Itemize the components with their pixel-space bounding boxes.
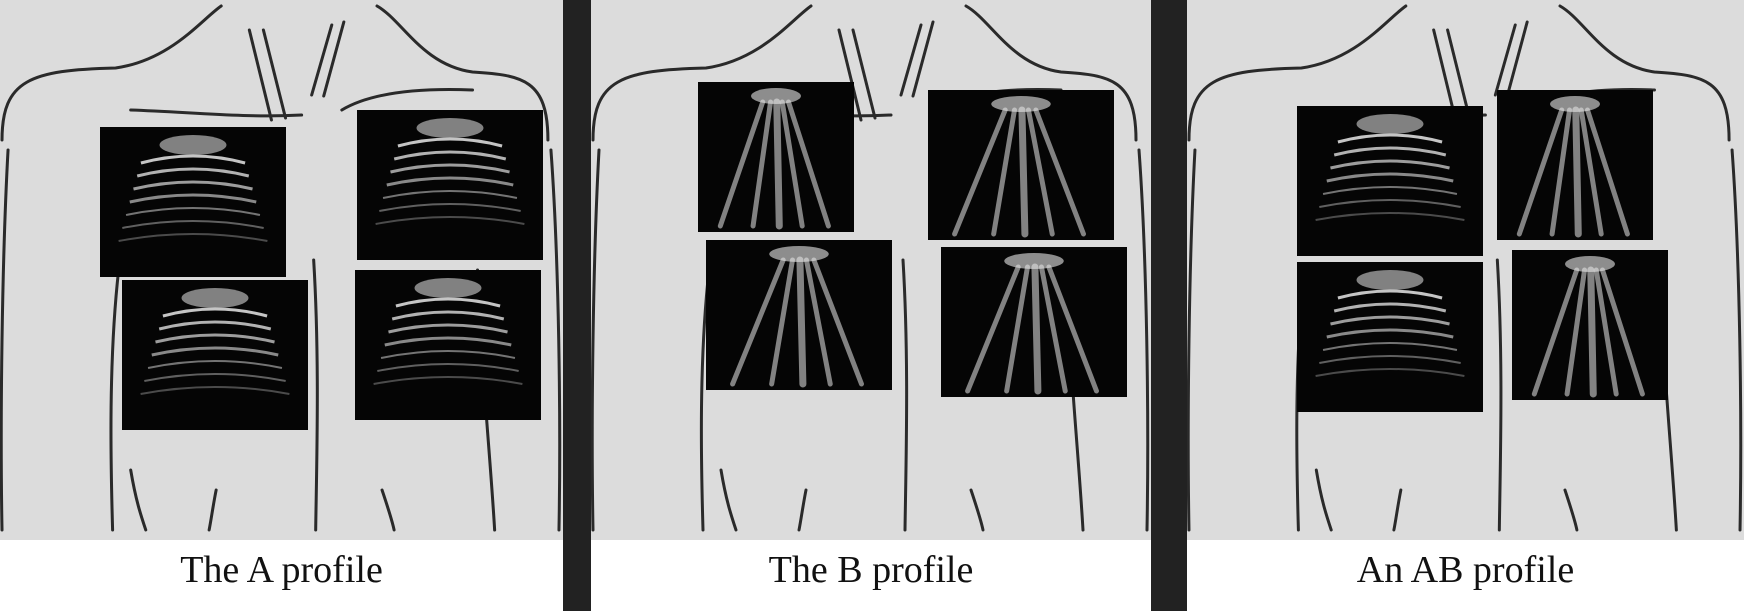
divider-right <box>1151 0 1187 611</box>
ultrasound-probe-1 <box>1497 90 1653 240</box>
panel-b-figure <box>591 0 1151 540</box>
probe-1-0-b-line-2 <box>777 102 779 226</box>
ultrasound-probe-3 <box>941 247 1127 397</box>
probe-0-0-pleura-dome <box>160 135 227 155</box>
probe-1-3-b-line-2 <box>1035 267 1038 391</box>
ultrasound-probe-0 <box>1297 106 1483 256</box>
probe-0-3-pleura-dome <box>415 278 482 298</box>
probe-0-1-pleura-dome <box>417 118 484 138</box>
probe-1-1-b-line-2 <box>1022 110 1025 234</box>
probe-1-2-b-line-2 <box>800 260 803 384</box>
panel-b-profile: The B profile <box>591 0 1151 611</box>
caption-a-profile: The A profile <box>0 548 563 592</box>
ultrasound-probe-0 <box>698 82 854 232</box>
probe-2-1-b-line-2 <box>1576 110 1578 234</box>
ultrasound-probe-1 <box>928 90 1114 240</box>
panel-a-figure <box>0 0 563 540</box>
ultrasound-probe-3 <box>1512 250 1668 400</box>
ultrasound-probe-2 <box>1297 262 1483 412</box>
probe-2-0-pleura-dome <box>1357 114 1424 134</box>
ultrasound-probe-1 <box>357 110 543 260</box>
panel-ab-profile: An AB profile <box>1187 0 1744 611</box>
panel-a-profile: The A profile <box>0 0 563 611</box>
ultrasound-probe-2 <box>706 240 892 390</box>
panel-ab-figure <box>1187 0 1744 540</box>
probe-2-3-b-line-2 <box>1591 270 1593 394</box>
probe-2-2-pleura-dome <box>1357 270 1424 290</box>
ultrasound-probe-2 <box>122 280 308 430</box>
caption-ab-profile: An AB profile <box>1187 548 1744 592</box>
probe-0-2-pleura-dome <box>182 288 249 308</box>
ultrasound-probe-3 <box>355 270 541 420</box>
divider-left <box>563 0 591 611</box>
caption-b-profile: The B profile <box>591 548 1151 592</box>
ultrasound-probe-0 <box>100 127 286 277</box>
